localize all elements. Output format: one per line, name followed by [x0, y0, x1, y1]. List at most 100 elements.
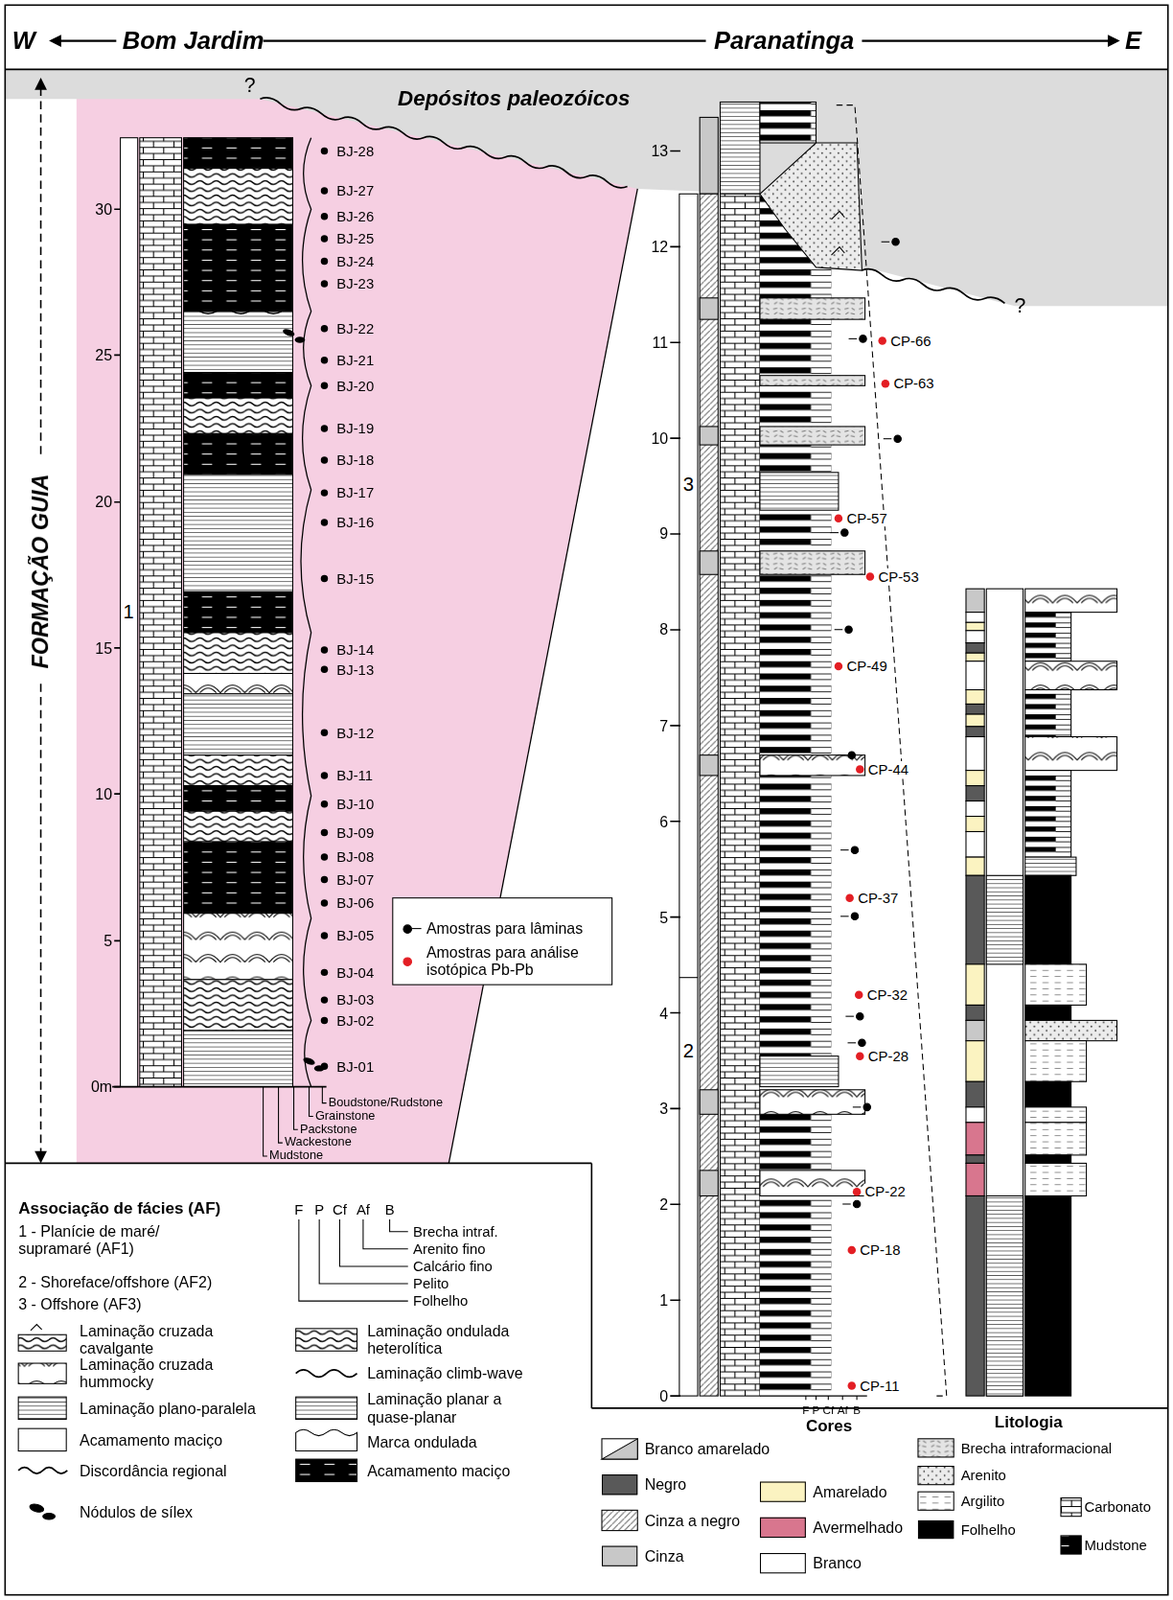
- sample-label: BJ-24: [336, 253, 374, 270]
- legend-text: Cinza: [644, 1546, 685, 1564]
- scale-value: 30: [94, 200, 113, 218]
- grain-key-label-box: Brecha intraf.: [413, 1222, 499, 1240]
- sample-label-box: BJ-15: [336, 570, 374, 587]
- sample-label: BJ-10: [336, 795, 374, 812]
- sample-label-box: BJ-11: [336, 766, 373, 783]
- grain-axis-letter: Af: [837, 1403, 849, 1416]
- sample-label: BJ-22: [336, 320, 374, 337]
- arrow-head: [34, 1150, 47, 1164]
- section-name-box: Bom Jardim: [122, 26, 265, 55]
- sample-label-box: BJ-01: [336, 1058, 374, 1075]
- sample-label: CP-18: [859, 1241, 900, 1258]
- scale-value: 8: [659, 621, 668, 639]
- legend-text-box: Marca ondulada: [367, 1432, 478, 1450]
- legend-swatch: [601, 1473, 638, 1495]
- facies-association-box: 2 - Shoreface/offshore (AF2): [18, 1272, 212, 1290]
- scale-value-box: 30: [94, 200, 113, 218]
- grain-key-label-box: Arenito fino: [413, 1240, 485, 1257]
- sample-label: BJ-25: [336, 230, 374, 248]
- bom-jardim-column: [112, 138, 327, 1156]
- sample-label-box: BJ-28: [336, 142, 374, 160]
- legend-text-box: Amarelado: [812, 1482, 887, 1500]
- sample-label: BJ-23: [336, 275, 374, 292]
- sample-label: BJ-05: [336, 926, 374, 943]
- sample-label: BJ-16: [336, 513, 374, 530]
- facies-number-box: 2: [683, 1039, 694, 1062]
- texture-label: Wackestone: [284, 1134, 352, 1150]
- sample-label-box: BJ-13: [336, 661, 374, 678]
- legend-text: Folhelho: [961, 1520, 1016, 1538]
- facies-association: 1 - Planície de maré/ supramaré (AF1): [18, 1221, 160, 1257]
- legend-text: Amostras para análise isotópica Pb-Pb: [426, 943, 579, 978]
- grain-key-letter-box: B: [385, 1200, 395, 1218]
- scale-value-box: 8: [659, 621, 668, 639]
- section-name: Bom Jardim: [122, 26, 265, 55]
- legend-text: Acamamento maciço: [367, 1461, 510, 1479]
- texture-label-box: Boudstone/Rudstone: [328, 1095, 443, 1110]
- section-name-box: Paranatinga: [713, 26, 854, 55]
- legend-text: Arenito: [961, 1467, 1007, 1484]
- query-mark-box: ?: [1013, 294, 1026, 318]
- sample-label-box: BJ-18: [336, 451, 374, 468]
- direction-letter: W: [12, 26, 36, 55]
- legend-swatch: [402, 956, 413, 966]
- scale-value: 7: [659, 716, 668, 735]
- grain-axis-letter-box: B: [852, 1403, 861, 1416]
- scale-value: 25: [94, 345, 113, 364]
- legend-text-box: Branco: [812, 1553, 862, 1571]
- scale-value-box: 11: [652, 333, 669, 351]
- grain-key-letter: P: [314, 1200, 324, 1218]
- scale-value: 11: [652, 333, 669, 351]
- sample-label-box: CP-32: [866, 986, 909, 1003]
- legend-text-box: Brecha intraformacional: [961, 1439, 1112, 1456]
- texture-label: Packstone: [299, 1121, 358, 1136]
- grain-axis-letter-box: F: [802, 1403, 809, 1416]
- facies-number: 1: [122, 600, 134, 622]
- legend-text-box: Argilito: [961, 1492, 1006, 1509]
- sample-label-box: BJ-26: [336, 207, 374, 225]
- legend-text-box: Cinza: [644, 1546, 685, 1564]
- grain-axis-letter: Cf: [822, 1403, 834, 1416]
- legend-swatch: [759, 1552, 806, 1573]
- sample-label-box: CP-28: [867, 1047, 910, 1064]
- sample-label: CP-53: [877, 568, 919, 585]
- scale-value: 10: [94, 784, 113, 803]
- unit-name-box: Depósitos paleozóicos: [397, 85, 630, 111]
- sample-label: BJ-21: [336, 351, 374, 368]
- paranatinga-sample-points: [829, 238, 901, 1390]
- sample-label: BJ-06: [336, 894, 374, 911]
- sample-label: CP-11: [859, 1377, 899, 1394]
- section-name: Paranatinga: [713, 26, 854, 55]
- texture-label: Mudstone: [269, 1148, 323, 1163]
- arrow-head: [34, 77, 47, 91]
- sample-label: BJ-12: [336, 724, 374, 741]
- legend-text-box: Avermelhado: [812, 1518, 903, 1536]
- third-column: [966, 588, 1118, 1396]
- legend-text: Branco amarelado: [644, 1439, 770, 1457]
- formation-name: FORMAÇÃO GUIA: [27, 474, 54, 669]
- scale-value-box: 25: [94, 345, 113, 364]
- sample-label: BJ-01: [336, 1058, 374, 1075]
- legend-text-box: Carbonato: [1083, 1498, 1151, 1516]
- structure-legend-swatches: [18, 1324, 357, 1519]
- scale-value-box: 0: [659, 1386, 668, 1404]
- scale-value-box: 2: [659, 1195, 668, 1213]
- legend-swatch: [918, 1519, 954, 1539]
- sample-label: BJ-19: [336, 419, 374, 437]
- legend-text: Cinza a negro: [644, 1511, 740, 1529]
- scale-value-box: 0m: [91, 1077, 113, 1095]
- legend-heading: Associação de fácies (AF): [18, 1199, 221, 1218]
- legend-text-box: Laminação plano-paralela: [79, 1399, 256, 1417]
- grain-axis-letter-box: Af: [837, 1403, 849, 1416]
- query-mark: ?: [244, 73, 256, 96]
- sample-label-box: BJ-02: [336, 1012, 374, 1029]
- legend-text-box: Discordância regional: [79, 1461, 228, 1479]
- sample-label: CP-32: [867, 986, 908, 1003]
- scale-value-box: 10: [650, 429, 668, 447]
- sample-label: CP-22: [865, 1183, 906, 1200]
- texture-label-box: Packstone: [299, 1122, 358, 1137]
- grain-axis-letter-box: P: [812, 1403, 821, 1416]
- paranatinga-column: [669, 101, 867, 1400]
- legend-text: Laminação cruzada cavalgante: [79, 1321, 213, 1357]
